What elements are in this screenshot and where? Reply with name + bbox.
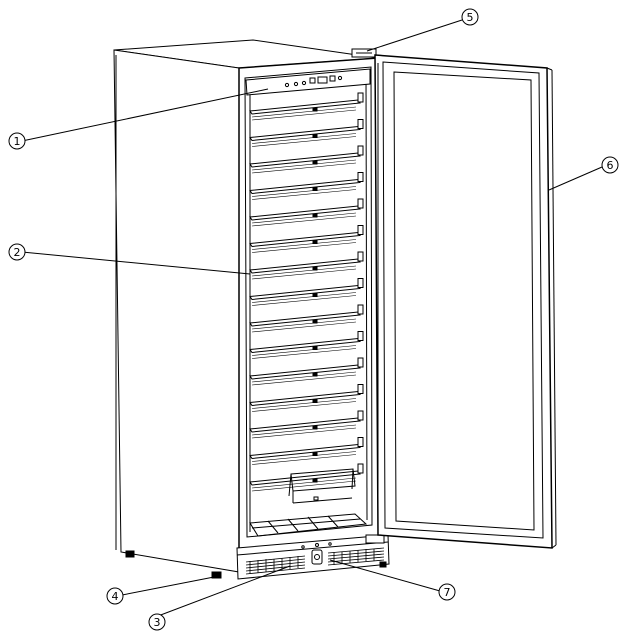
wine-shelves <box>249 92 364 492</box>
shelf <box>249 198 364 227</box>
callout-5-label: 5 <box>467 11 474 24</box>
glass-door <box>374 54 557 549</box>
callout-6: 6 <box>548 156 619 191</box>
lock-icon <box>311 549 323 565</box>
callout-5: 5 <box>366 8 479 52</box>
callout-4: 4 <box>106 576 215 605</box>
base-grille <box>236 534 390 580</box>
callout-7: 7 <box>329 559 456 601</box>
callout-1-label: 1 <box>14 135 21 148</box>
right-vent <box>327 547 385 566</box>
callout-4-label: 4 <box>112 590 119 603</box>
shelf <box>249 437 364 465</box>
control-panel <box>245 68 371 96</box>
shelf <box>249 278 364 306</box>
cabinet-body <box>113 39 385 573</box>
left-vent <box>245 555 306 575</box>
callout-2: 2 <box>8 243 251 275</box>
door-hinges <box>351 48 385 544</box>
floor-rack <box>249 513 368 537</box>
shelf <box>249 119 364 147</box>
shelf <box>249 463 364 492</box>
callout-7-label: 7 <box>444 586 451 599</box>
shelf <box>249 145 364 174</box>
shelf <box>249 357 364 386</box>
shelf <box>249 225 364 253</box>
shelf <box>249 410 364 439</box>
callout-3: 3 <box>148 565 291 631</box>
shelf <box>249 92 364 121</box>
callout-2-label: 2 <box>14 246 21 259</box>
bottom-drawer <box>288 468 356 504</box>
callouts: 1 2 3 4 5 6 <box>8 8 619 631</box>
callout-1: 1 <box>8 88 269 150</box>
shelf <box>249 384 364 412</box>
shelf <box>249 172 364 200</box>
shelf <box>249 331 364 359</box>
leveling-feet <box>125 550 387 579</box>
callout-3-label: 3 <box>154 616 161 629</box>
callout-6-label: 6 <box>607 159 614 172</box>
shelf <box>249 251 364 280</box>
shelf <box>249 304 364 333</box>
